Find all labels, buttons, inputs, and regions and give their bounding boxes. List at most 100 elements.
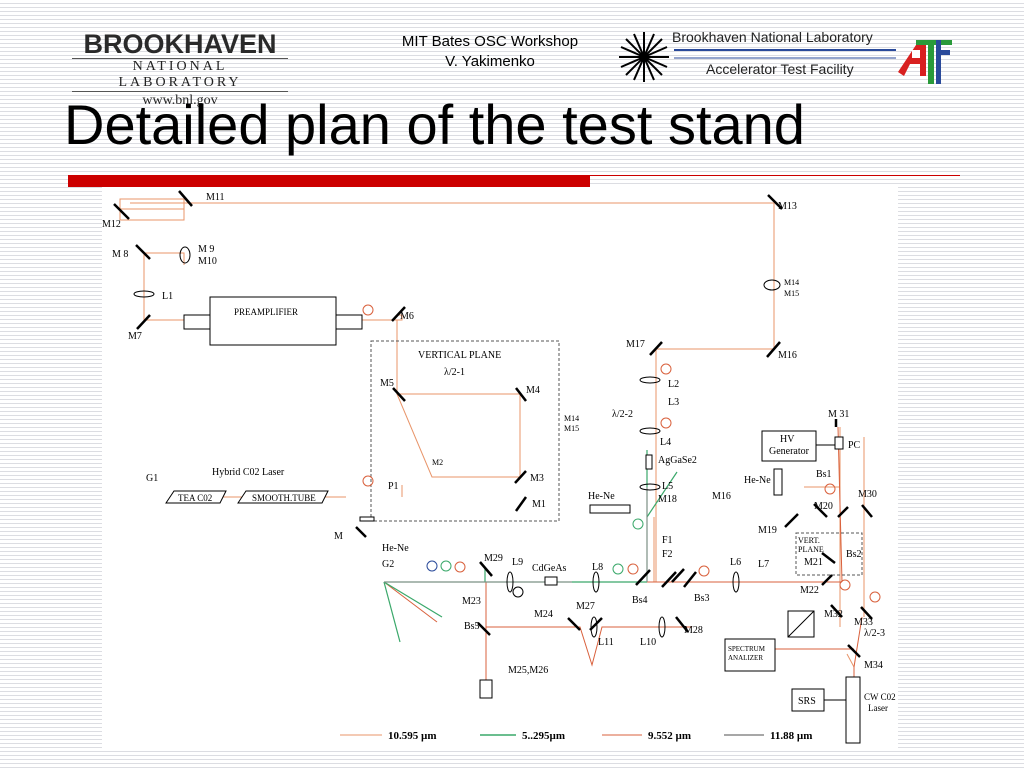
hene-laser-a	[589, 504, 631, 514]
label-aggase2: AgGaSe2	[658, 455, 697, 466]
label-m1: M1	[532, 499, 546, 510]
mirrors	[113, 190, 873, 658]
atf-line2: Accelerator Test Facility	[706, 61, 854, 77]
label-m30: M30	[858, 489, 877, 500]
label-m3: M3	[530, 473, 544, 484]
label-m16: M16	[778, 350, 797, 361]
beam-10595	[119, 198, 865, 668]
label-bs5: Bs5	[464, 621, 480, 632]
workshop-info: MIT Bates OSC Workshop V. Yakimenko	[340, 32, 640, 72]
label-hybrid: Hybrid C02 Laser	[212, 467, 285, 478]
label-cdgeas: CdGeAs	[532, 563, 567, 574]
aggase2-crystal	[645, 454, 653, 470]
vertical-plane-box	[370, 340, 560, 522]
label-l4: L4	[660, 437, 671, 448]
label-m23: M23	[462, 596, 481, 607]
label-m7: M7	[128, 331, 142, 342]
label-m17: M17	[626, 339, 645, 350]
bnl-logo-subtitle: NATIONAL LABORATORY	[72, 58, 288, 92]
label-hene-a: He-Ne	[588, 491, 615, 502]
optical-layout-diagram: M11 M12 M13 M 8 M 9 M10 L1 M7 PREAMPLIFI…	[102, 190, 896, 744]
atf-starburst-icon	[619, 32, 952, 84]
label-m25-m26: M25,M26	[508, 665, 548, 676]
cdgeas-crystal	[544, 576, 558, 586]
label-m15b: M15	[564, 424, 579, 433]
label-m24: M24	[534, 609, 553, 620]
pockels-cell	[834, 436, 844, 450]
label-m2: M2	[432, 458, 443, 467]
label-f2: F2	[662, 549, 673, 560]
label-l2: L2	[668, 379, 679, 390]
label-cw-co2: CW C02	[864, 692, 896, 702]
label-srs: SRS	[798, 696, 816, 707]
polarization-markers	[362, 304, 881, 603]
test-stand-diagram: M11 M12 M13 M 8 M 9 M10 L1 M7 PREAMPLIFI…	[102, 187, 898, 749]
label-m14a: M14	[784, 278, 799, 287]
label-m10: M10	[198, 256, 217, 267]
label-m16b: M16	[712, 491, 731, 502]
label-m15a: M15	[784, 289, 799, 298]
workshop-line2: V. Yakimenko	[445, 53, 535, 70]
label-m22: M22	[800, 585, 819, 596]
title-underline-bar	[68, 175, 590, 187]
label-f1: F1	[662, 535, 673, 546]
detector-box	[479, 679, 493, 699]
label-spectrum: SPECTRUM	[728, 645, 766, 653]
atf-logo: Brookhaven National Laboratory Accelerat…	[616, 20, 952, 90]
hene-laser-c	[773, 468, 783, 496]
label-m29: M29	[484, 553, 503, 564]
legend-label-5295: 5..295µm	[522, 730, 565, 742]
label-m: M	[334, 531, 343, 542]
bnl-logo-name: BROOKHAVEN	[83, 29, 277, 59]
label-cw-laser: Laser	[868, 703, 888, 713]
label-generator: Generator	[769, 446, 810, 457]
label-lambda2-2: λ/2-2	[612, 409, 633, 420]
hv-generator	[761, 430, 817, 462]
label-l6: L6	[730, 557, 741, 568]
label-p1: P1	[388, 481, 399, 492]
label-m27: M27	[576, 601, 595, 612]
label-plane: PLANE	[798, 545, 824, 554]
label-m6: M6	[400, 311, 414, 322]
spectrum-analyzer	[724, 638, 776, 672]
legend-label-10595: 10.595 µm	[388, 730, 437, 742]
page-title: Detailed plan of the test stand	[64, 93, 805, 156]
label-g1: G1	[146, 473, 158, 484]
label-m13: M13	[778, 201, 797, 212]
label-m34: M34	[864, 660, 883, 671]
label-vertical-plane: VERTICAL PLANE	[418, 350, 501, 361]
tea-co2	[165, 490, 227, 504]
label-lambda2-3: λ/2-3	[864, 628, 885, 639]
label-vert: VERT.	[798, 536, 820, 545]
lenses	[133, 246, 781, 638]
polarization-markers-green	[440, 518, 644, 575]
label-l10: L10	[640, 637, 656, 648]
workshop-line1: MIT Bates OSC Workshop	[401, 33, 579, 50]
label-hv: HV	[780, 434, 795, 445]
label-m9: M 9	[198, 244, 214, 255]
legend: 10.595 µm 5..295µm 9.552 µm 11.88 µm	[340, 730, 812, 742]
label-l3: L3	[668, 397, 679, 408]
label-analizer: ANALIZER	[728, 654, 763, 662]
label-m14b: M14	[564, 414, 579, 423]
label-m28: M28	[684, 625, 703, 636]
label-l5: L5	[662, 481, 673, 492]
label-bs1: Bs1	[816, 469, 832, 480]
label-m21: M21	[804, 557, 823, 568]
label-lambda2-1: λ/2-1	[444, 367, 465, 378]
label-pc: PC	[848, 440, 861, 451]
label-m11: M11	[206, 192, 225, 203]
bnl-logo-url: www.bnl.gov	[142, 93, 218, 108]
label-g2: G2	[382, 559, 394, 570]
cw-co2-laser	[845, 676, 861, 744]
label-m12: M12	[102, 219, 121, 230]
label-l9: L9	[512, 557, 523, 568]
beam-1188	[384, 487, 648, 583]
label-m32: M32	[824, 609, 843, 620]
legend-label-1188: 11.88 µm	[770, 730, 812, 742]
label-bs2: Bs2	[846, 549, 862, 560]
polarization-marker-blue	[426, 560, 438, 572]
beam-9552	[383, 426, 863, 687]
label-preamplifier: PREAMPLIFIER	[234, 307, 298, 317]
label-hene-c: He-Ne	[744, 475, 771, 486]
